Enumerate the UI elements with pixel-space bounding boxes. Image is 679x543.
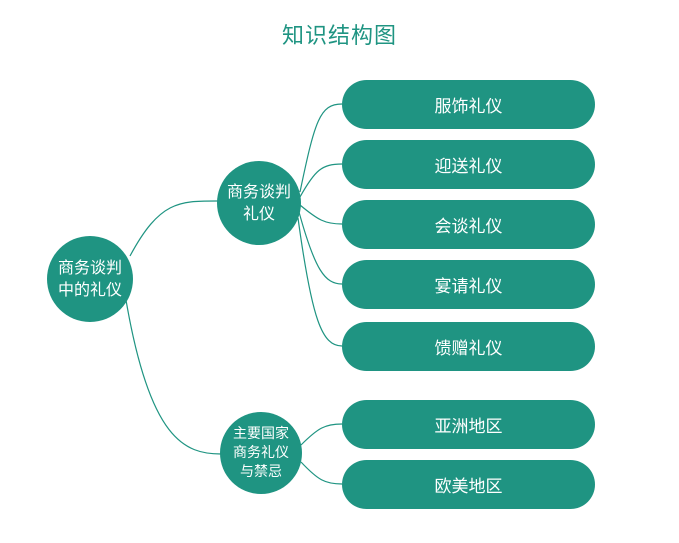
connector-branch-1-child-3 [299,204,343,225]
connector-branch-1-child-2 [299,163,343,198]
connector-root-branch-2 [125,299,222,455]
connector-branch-2-child-1 [300,423,343,446]
connector-branch-2-child-2 [300,461,343,485]
connector-root-branch-1 [129,200,219,257]
root-node-line-2: 中的礼仪 [57,280,122,299]
leaf-node-meeting-etiquette: 会谈礼仪 [342,200,595,249]
leaf-node-gift-etiquette: 馈赠礼仪 [342,322,595,371]
branch-node-2: 主要国家 商务礼仪 与禁忌 [220,412,302,494]
root-node: 商务谈判 中的礼仪 [47,236,133,322]
branch-node-1-line-2: 礼仪 [242,204,275,223]
leaf-node-asia-region: 亚洲地区 [342,400,595,449]
root-node-line-1: 商务谈判 [57,258,122,277]
leaf-node-clothing-etiquette: 服饰礼仪 [342,80,595,129]
leaf-node-europe-america-region: 欧美地区 [342,460,595,509]
branch-node-2-line-3: 与禁忌 [240,463,282,480]
branch-node-1-line-1: 商务谈判 [226,182,291,201]
leaf-node-reception-etiquette: 迎送礼仪 [342,140,595,189]
branch-node-2-line-1: 主要国家 [233,425,289,442]
branch-node-2-line-2: 商务礼仪 [233,444,289,461]
connector-branch-1-child-5 [297,217,343,347]
diagram-title: 知识结构图 [281,24,397,49]
connector-branch-1-child-1 [299,103,343,193]
connector-branch-1-child-4 [298,211,343,285]
branch-node-1: 商务谈判 礼仪 [217,161,301,245]
leaf-node-banquet-etiquette: 宴请礼仪 [342,260,595,309]
